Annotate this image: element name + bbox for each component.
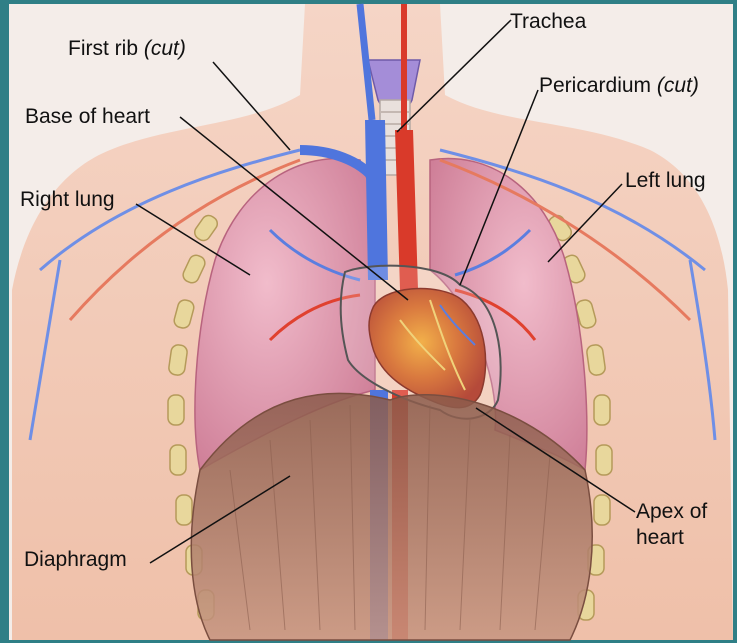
diaphragm xyxy=(191,393,592,640)
label-left-lung: Left lung xyxy=(625,170,706,191)
label-base-of-heart: Base of heart xyxy=(25,106,150,127)
label-first-rib: First rib (cut) xyxy=(68,38,186,59)
label-trachea: Trachea xyxy=(510,11,586,32)
superior-vena-cava xyxy=(365,120,388,280)
label-diaphragm: Diaphragm xyxy=(24,549,127,570)
label-right-lung: Right lung xyxy=(20,189,115,210)
label-pericardium: Pericardium (cut) xyxy=(539,75,699,96)
